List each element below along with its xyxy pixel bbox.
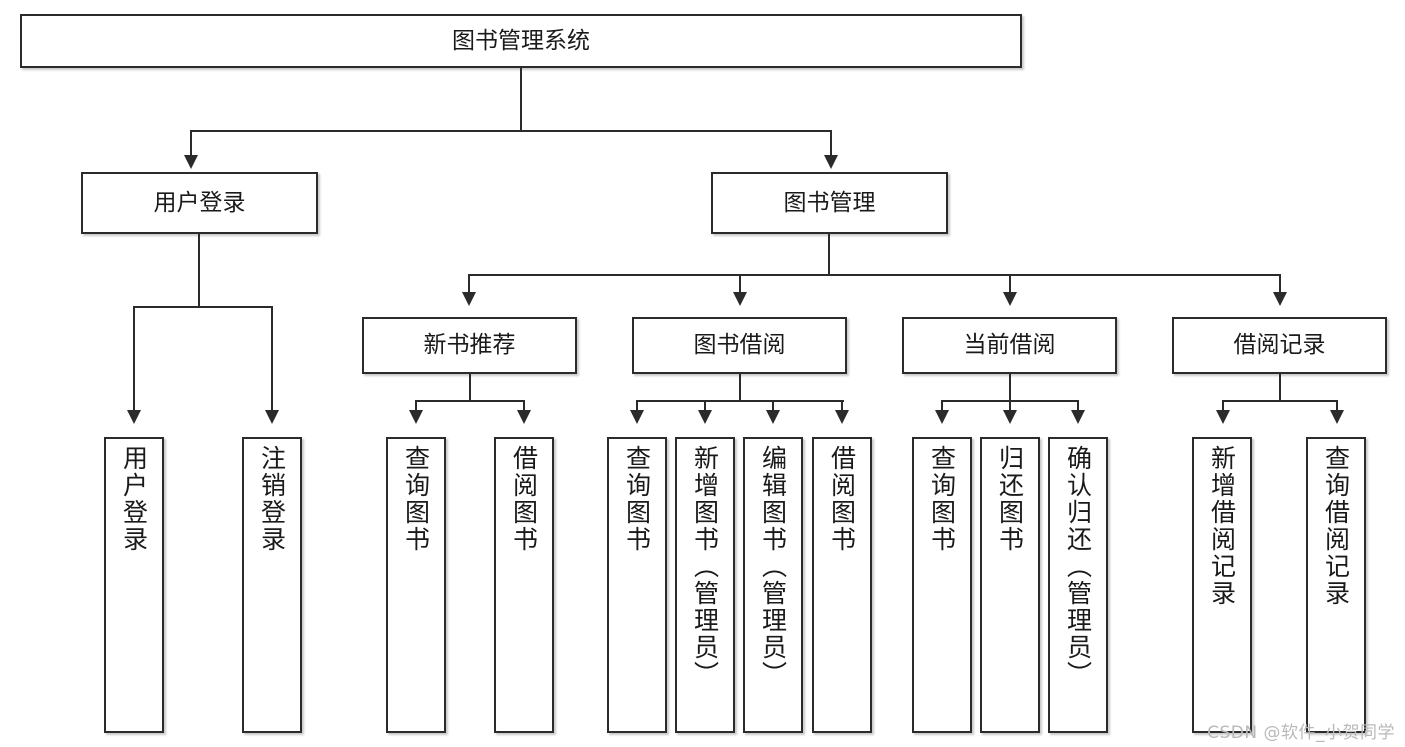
edge-borrow-bus xyxy=(636,400,844,402)
node-label: 用户登录 xyxy=(119,445,149,553)
arrowhead-leaf-query-book-3 xyxy=(935,410,949,424)
edge-borrow-drop-1 xyxy=(636,400,638,411)
node-label: 借阅图书 xyxy=(827,445,857,553)
arrowhead-leaf-add-record xyxy=(1216,410,1230,424)
edge-root-stem xyxy=(520,68,522,130)
node-label: 新增借阅记录 xyxy=(1207,445,1237,607)
node-label: 查询图书 xyxy=(622,445,652,553)
arrowhead-leaf-return-book xyxy=(1003,410,1017,424)
node-label: 查询图书 xyxy=(927,445,957,553)
edge-l3-drop-3 xyxy=(1009,274,1011,293)
edge-user-login-stem xyxy=(198,234,200,306)
leaf-confirm-return-admin[interactable]: 确认归还（管理员） xyxy=(1048,437,1108,733)
leaf-logout[interactable]: 注销登录 xyxy=(242,437,302,733)
node-label: 图书管理 xyxy=(783,189,876,216)
edge-recommend-drop-2 xyxy=(523,400,525,411)
leaf-borrow-book[interactable]: 借阅图书 xyxy=(812,437,872,733)
node-label: 查询图书 xyxy=(401,445,431,553)
node-label: 图书借阅 xyxy=(693,332,786,359)
arrowhead-leaf-edit-book xyxy=(766,410,780,424)
leaf-add-borrow-record[interactable]: 新增借阅记录 xyxy=(1192,437,1252,733)
arrowhead-leaf-query-book-2 xyxy=(630,410,644,424)
edge-recommend-drop-1 xyxy=(415,400,417,411)
leaf-query-borrow-record[interactable]: 查询借阅记录 xyxy=(1306,437,1366,733)
edge-current-drop-3 xyxy=(1077,400,1079,411)
edge-book-manage-stem xyxy=(828,234,830,274)
leaf-return-book[interactable]: 归还图书 xyxy=(980,437,1040,733)
edge-borrow-drop-4 xyxy=(841,400,843,411)
node-label: 图书管理系统 xyxy=(452,27,590,54)
node-borrow-record[interactable]: 借阅记录 xyxy=(1172,317,1387,374)
edge-borrow-drop-3 xyxy=(772,400,774,411)
arrowhead-to-user-login xyxy=(184,155,198,169)
edge-current-stem xyxy=(1009,374,1011,400)
node-label: 新增图书（管理员） xyxy=(690,445,720,688)
arrowhead-leaf-logout xyxy=(265,410,279,424)
leaf-query-book-current[interactable]: 查询图书 xyxy=(912,437,972,733)
leaf-edit-book-admin[interactable]: 编辑图书（管理员） xyxy=(743,437,803,733)
edge-root-drop-right xyxy=(830,130,832,156)
arrowhead-leaf-query-record xyxy=(1330,410,1344,424)
arrowhead-borrow-record xyxy=(1273,292,1287,306)
edge-current-drop-2 xyxy=(1009,400,1011,411)
edge-record-stem xyxy=(1279,374,1281,400)
node-label: 编辑图书（管理员） xyxy=(758,445,788,688)
node-root-system[interactable]: 图书管理系统 xyxy=(20,14,1022,68)
node-label: 查询借阅记录 xyxy=(1321,445,1351,607)
leaf-user-login[interactable]: 用户登录 xyxy=(104,437,164,733)
edge-record-bus xyxy=(1222,400,1338,402)
edge-l3-drop-2 xyxy=(739,274,741,293)
leaf-query-book-recommend[interactable]: 查询图书 xyxy=(386,437,446,733)
node-book-borrow[interactable]: 图书借阅 xyxy=(632,317,847,374)
edge-l3-drop-1 xyxy=(468,274,470,293)
edge-user-login-drop-2 xyxy=(271,306,273,411)
arrowhead-new-book-recommend xyxy=(462,292,476,306)
arrowhead-leaf-borrow-book-1 xyxy=(517,410,531,424)
edge-borrow-stem xyxy=(739,374,741,400)
leaf-add-book-admin[interactable]: 新增图书（管理员） xyxy=(675,437,735,733)
node-label: 用户登录 xyxy=(153,189,246,216)
leaf-query-book-borrow[interactable]: 查询图书 xyxy=(607,437,667,733)
node-new-book-recommend[interactable]: 新书推荐 xyxy=(362,317,577,374)
edge-book-manage-bus xyxy=(468,274,1280,276)
node-book-management[interactable]: 图书管理 xyxy=(711,172,948,234)
node-current-borrow[interactable]: 当前借阅 xyxy=(902,317,1117,374)
edge-user-login-bus xyxy=(133,306,271,308)
edge-root-drop-left xyxy=(190,130,192,156)
node-user-login[interactable]: 用户登录 xyxy=(81,172,318,234)
arrowhead-to-book-manage xyxy=(824,155,838,169)
node-label: 新书推荐 xyxy=(423,332,516,359)
arrowhead-leaf-add-book xyxy=(698,410,712,424)
csdn-watermark: CSDN @软件_小贺同学 xyxy=(1207,723,1395,743)
node-label: 借阅记录 xyxy=(1233,332,1326,359)
edge-root-bus xyxy=(190,130,832,132)
edge-record-drop-2 xyxy=(1336,400,1338,411)
edge-borrow-drop-2 xyxy=(704,400,706,411)
edge-current-drop-1 xyxy=(941,400,943,411)
node-label: 注销登录 xyxy=(257,445,287,553)
arrowhead-current-borrow xyxy=(1003,292,1017,306)
arrowhead-leaf-query-book-1 xyxy=(409,410,423,424)
edge-recommend-stem xyxy=(469,374,471,400)
edge-user-login-drop-1 xyxy=(133,306,135,411)
arrowhead-leaf-user-login xyxy=(127,410,141,424)
arrowhead-leaf-borrow-book-2 xyxy=(835,410,849,424)
node-label: 确认归还（管理员） xyxy=(1063,445,1093,688)
leaf-borrow-book-recommend[interactable]: 借阅图书 xyxy=(494,437,554,733)
node-label: 借阅图书 xyxy=(509,445,539,553)
arrowhead-book-borrow xyxy=(733,292,747,306)
edge-recommend-bus xyxy=(415,400,525,402)
edge-l3-drop-4 xyxy=(1279,274,1281,293)
node-label: 当前借阅 xyxy=(963,332,1056,359)
arrowhead-leaf-confirm-return xyxy=(1071,410,1085,424)
node-label: 归还图书 xyxy=(995,445,1025,553)
edge-record-drop-1 xyxy=(1222,400,1224,411)
